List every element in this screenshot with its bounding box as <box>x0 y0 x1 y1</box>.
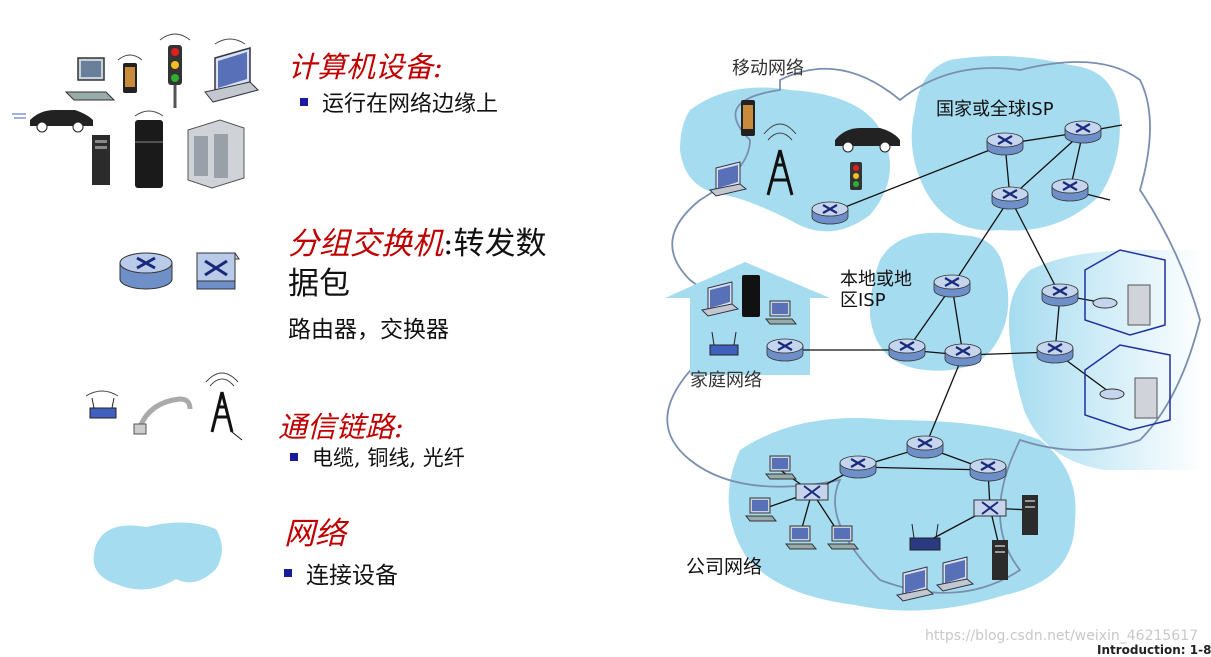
mobile-network-label: 移动网络 <box>732 58 804 79</box>
wifi-router-icon <box>909 523 941 551</box>
internet-boundary <box>666 61 1201 594</box>
global-router <box>985 131 1025 157</box>
devices-bullet-text: 运行在网络边缘上 <box>322 92 499 117</box>
enterprise-network-label: 公司网络 <box>686 556 762 578</box>
datacenter-switch <box>1092 297 1125 400</box>
laptop-icon <box>204 38 259 103</box>
regional-isp-label-line2: 区ISP <box>840 290 886 311</box>
enterprise-router <box>968 457 1008 483</box>
internet-diagram: 移动网络 国家或全球ISP 本地或地 区ISP 家庭网络 公司网络 <box>665 56 1204 611</box>
wifi-router-icon <box>85 390 119 419</box>
ethernet-cable-icon <box>133 396 193 435</box>
smartphone-icon <box>117 54 143 93</box>
home-network-label: 家庭网络 <box>690 370 762 391</box>
packet-switch-title-suffix: :转发数 <box>443 226 547 262</box>
links-heading: 通信链路: <box>278 410 404 444</box>
networks-bullet: 连接设备 <box>284 556 398 590</box>
global-router <box>1063 119 1103 145</box>
global-isp-label: 国家或全球ISP <box>936 99 1054 120</box>
server-icon <box>1022 495 1038 535</box>
cell-tower-icon <box>205 372 243 441</box>
cell-tower-icon <box>763 123 797 196</box>
regional-isp-label-line1: 本地或地 <box>840 269 912 290</box>
enterprise-router <box>905 434 945 460</box>
links-bullet: 电缆, 铜线, 光纤 <box>290 442 465 472</box>
car-icon <box>835 128 900 153</box>
datacenter-router <box>1040 282 1080 308</box>
regional-router <box>943 342 983 368</box>
global-router <box>1050 177 1090 203</box>
networks-bullet-text: 连接设备 <box>306 563 398 589</box>
networks-heading: 网络 <box>284 516 346 552</box>
links-bullet-text: 电缆, 铜线, 光纤 <box>312 446 465 470</box>
desktop-icon <box>64 57 116 101</box>
fridge-icon <box>134 110 164 188</box>
server-rack-icon <box>187 119 245 189</box>
enterprise-switch <box>795 483 1007 517</box>
traffic-light-icon <box>850 162 862 190</box>
mobile-router <box>810 200 850 226</box>
fridge-icon <box>742 275 760 317</box>
packet-switch-icon-group <box>119 252 240 290</box>
traffic-light-icon <box>159 33 191 108</box>
bullet-marker <box>300 98 308 106</box>
datacenter-router <box>1035 339 1075 365</box>
devices-heading: 计算机设备: <box>288 50 443 84</box>
wifi-router-icon <box>709 331 739 356</box>
bullet-marker <box>290 453 298 461</box>
car-icon <box>12 110 93 133</box>
network-cloud-icon <box>93 522 222 590</box>
devices-bullet: 运行在网络边缘上 <box>300 86 498 118</box>
regional-isp-cloud <box>870 232 1009 371</box>
packet-switch-subtitle: 路由器，交换器 <box>288 317 449 343</box>
bullet-marker <box>284 569 292 577</box>
watermark: https://blog.csdn.net/weixin_46215617 <box>925 628 1199 644</box>
enterprise-router <box>838 454 878 480</box>
packet-switch-title: 分组交换机 <box>288 226 443 262</box>
global-router <box>990 185 1030 211</box>
router-icon <box>119 252 173 290</box>
datacenter-servers <box>1127 284 1158 419</box>
links-icon-group <box>85 372 243 441</box>
packet-switch-heading: 分组交换机:转发数 据包 <box>288 224 546 304</box>
datacenter-building <box>1084 249 1171 431</box>
devices-icon-group <box>12 33 259 189</box>
home-router <box>765 337 805 363</box>
mobile-network-cloud <box>680 87 890 232</box>
server-icon <box>992 540 1008 580</box>
server-icon <box>92 135 110 185</box>
datacenter-cloud <box>1009 250 1204 470</box>
regional-router <box>887 337 927 363</box>
switch-icon <box>196 252 240 290</box>
smartphone-icon <box>741 100 755 136</box>
slide-label: Introduction: 1-8 <box>1097 643 1211 657</box>
regional-router <box>932 273 972 299</box>
packet-switch-title-line2: 据包 <box>288 266 350 302</box>
